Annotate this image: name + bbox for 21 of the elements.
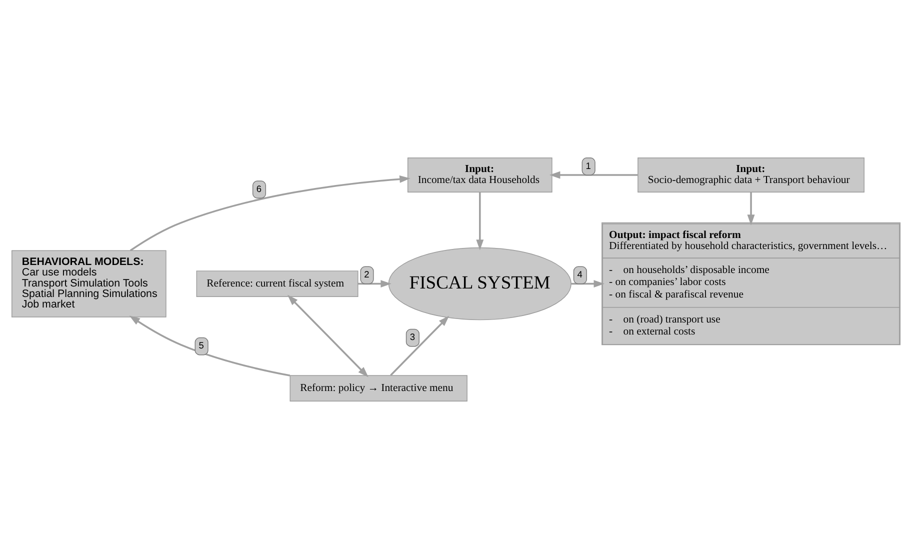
arrow xyxy=(287,294,368,378)
arrow xyxy=(390,316,450,376)
arrow xyxy=(549,171,638,179)
arrow xyxy=(571,280,604,288)
node-box: Input: Socio-demographic data + Transport behaviour xyxy=(638,158,864,192)
arrow xyxy=(129,316,290,376)
edge-label: 4 xyxy=(577,270,582,280)
node-box: Input: Income/tax data Households xyxy=(407,158,552,192)
arrow xyxy=(130,175,410,252)
node-box: Reform: policy → Interactive menu xyxy=(290,375,468,402)
edge-label: 2 xyxy=(364,270,370,280)
arrow xyxy=(476,192,484,250)
arrow xyxy=(747,192,755,226)
node-ellipse: FISCAL SYSTEM xyxy=(388,247,572,320)
arrow xyxy=(358,280,392,288)
edge-label: 5 xyxy=(198,340,204,351)
node-box: Reference: current fiscal system xyxy=(196,270,358,297)
edge-label: 1 xyxy=(586,160,591,171)
edge-label: 3 xyxy=(410,332,415,342)
node-box: BEHAVIORAL MODELS: Car use models Transport Simulation Tools Spatial Planning Simulations Job market xyxy=(12,250,166,318)
edge-label: 6 xyxy=(256,184,262,194)
